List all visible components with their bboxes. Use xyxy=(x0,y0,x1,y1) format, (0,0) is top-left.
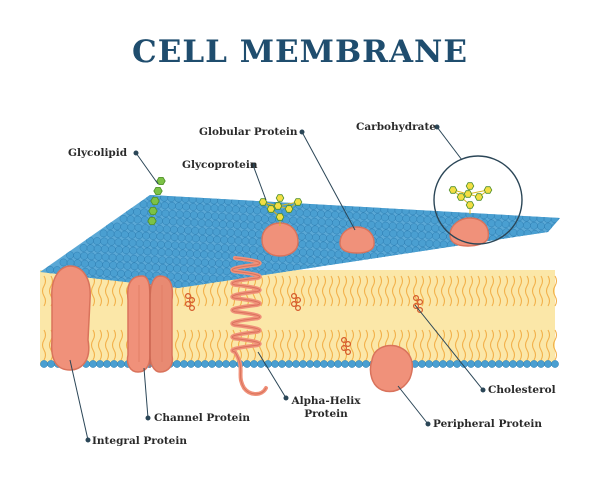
label-alpha-helix-protein: Alpha-Helix Protein xyxy=(284,395,368,421)
phospholipid-heads-front xyxy=(40,360,559,368)
label-glycolipid: Glycolipid xyxy=(68,147,128,159)
bilayer-core xyxy=(40,270,555,366)
magnify-circle xyxy=(433,155,523,245)
label-peripheral-protein: Peripheral Protein xyxy=(433,418,543,430)
label-globular-protein: Globular Protein xyxy=(199,126,298,138)
label-channel-protein: Channel Protein xyxy=(154,412,250,424)
label-alpha-helix-line2: Protein xyxy=(304,408,348,420)
peripheral-protein xyxy=(369,344,414,393)
glycoprotein-globule xyxy=(261,222,299,257)
integral-protein xyxy=(50,265,91,371)
leader-lines xyxy=(69,124,486,443)
label-carbohydrate: Carbohydrate xyxy=(356,121,436,133)
label-glycoprotein: Glycoprotein xyxy=(182,159,258,171)
globular-protein xyxy=(339,226,375,254)
carbohydrate-protein xyxy=(449,217,489,247)
cholesterol-molecules xyxy=(185,293,424,356)
lipid-bilayer xyxy=(40,195,560,368)
glycoprotein-sugars xyxy=(258,194,303,226)
label-cholesterol: Cholesterol xyxy=(488,384,556,396)
label-integral-protein: Integral Protein xyxy=(92,435,187,447)
carbohydrate-sugars xyxy=(448,182,493,214)
label-alpha-helix-line1: Alpha-Helix xyxy=(291,395,361,407)
glycolipid-chain xyxy=(147,176,166,226)
channel-protein xyxy=(126,275,174,373)
page-title: CELL MEMBRANE xyxy=(132,34,468,70)
alpha-helix-protein xyxy=(230,256,268,396)
